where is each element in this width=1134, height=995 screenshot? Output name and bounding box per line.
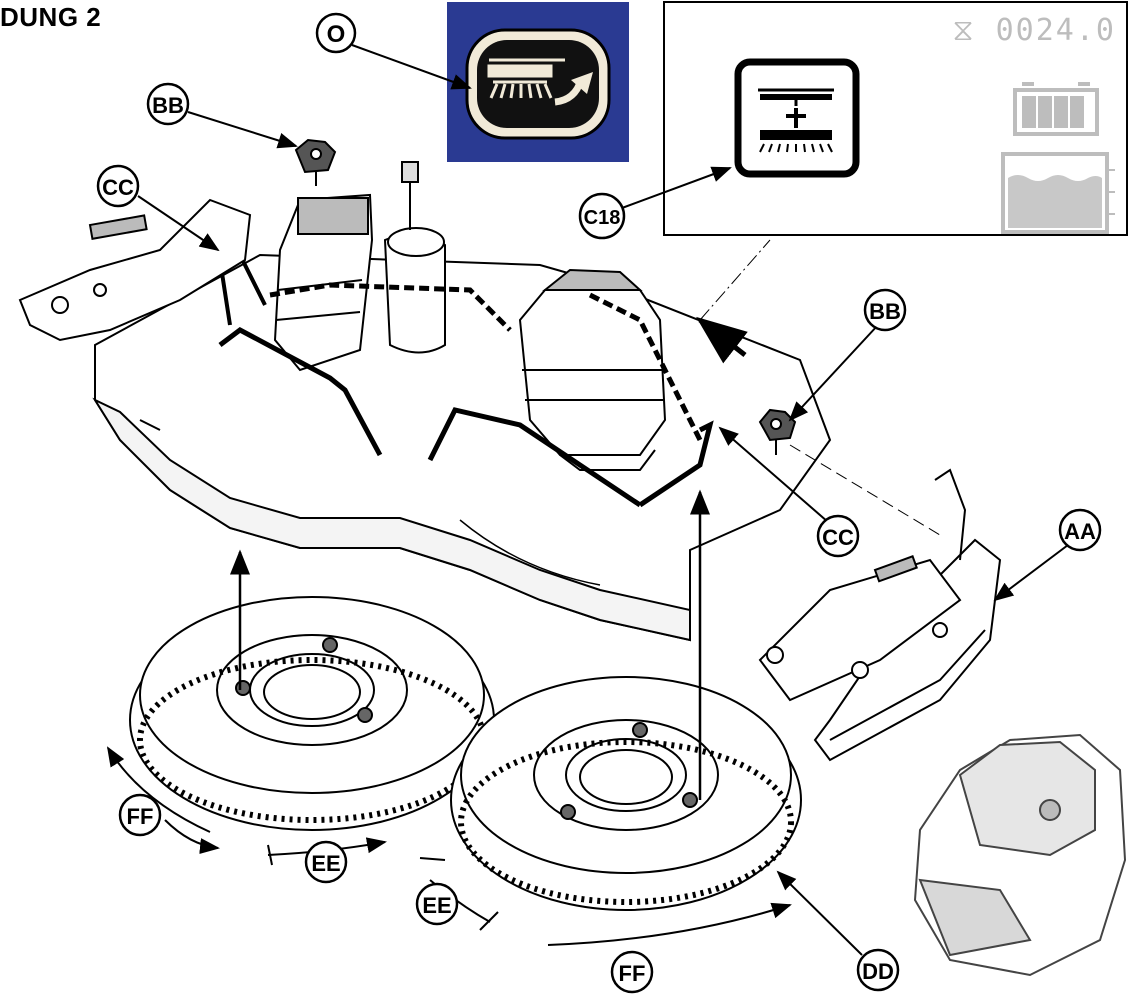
axis-line bbox=[699, 239, 771, 321]
leader-lines bbox=[137, 44, 1069, 956]
rotation-arrow-ff-bottom bbox=[547, 902, 792, 946]
callout-ee-mid: EE bbox=[415, 882, 459, 926]
hourglass-icon: ⧖ bbox=[952, 13, 996, 48]
lift-rods bbox=[218, 282, 714, 508]
panel-o-brush-raise bbox=[447, 2, 629, 162]
callout-cc-right: CC bbox=[816, 514, 860, 558]
alignment-line bbox=[789, 444, 941, 536]
svg-text:BB: BB bbox=[152, 93, 184, 118]
callout-ee-left: EE bbox=[304, 840, 348, 884]
squeegee-assembly bbox=[758, 468, 1002, 762]
tank-level-icon bbox=[1001, 152, 1115, 234]
brush-deck bbox=[92, 253, 832, 642]
rotate-arrow bbox=[696, 316, 748, 364]
brush-disc-left bbox=[129, 596, 495, 831]
figure-title: DUNG 2 bbox=[0, 2, 102, 32]
brush-motor-left bbox=[273, 161, 446, 372]
svg-text:FF: FF bbox=[619, 961, 646, 986]
brush-deck-lift-icon bbox=[734, 58, 860, 178]
svg-text:DD: DD bbox=[862, 959, 894, 984]
callout-ff-bottom: FF bbox=[610, 950, 654, 994]
battery-icon bbox=[1013, 82, 1099, 136]
brush-motor-right bbox=[518, 268, 667, 471]
callout-ff-left: FF bbox=[118, 793, 162, 837]
svg-text:BB: BB bbox=[869, 299, 901, 324]
callout-bb-right: BB bbox=[863, 288, 907, 332]
callout-cc-top: CC bbox=[96, 164, 140, 208]
callout-o: O bbox=[315, 12, 357, 54]
brush-disc-right bbox=[450, 676, 802, 911]
svg-text:EE: EE bbox=[422, 893, 451, 918]
knob-right bbox=[758, 408, 797, 455]
svg-text:EE: EE bbox=[311, 851, 340, 876]
svg-text:CC: CC bbox=[822, 525, 854, 550]
callout-c18: C18 bbox=[578, 192, 626, 240]
svg-text:AA: AA bbox=[1064, 519, 1096, 544]
svg-text:CC: CC bbox=[102, 175, 134, 200]
hour-counter: ⧖ 0024.0 bbox=[952, 13, 1116, 48]
svg-text:C18: C18 bbox=[584, 207, 621, 229]
callout-bb-top: BB bbox=[146, 82, 190, 126]
leader-c18 bbox=[621, 166, 732, 209]
callouts: O BB CC C18 BB CC bbox=[96, 12, 1102, 994]
left-linkage bbox=[18, 198, 252, 342]
scrubber-machine-thumbnail bbox=[913, 733, 1127, 977]
callout-dd: DD bbox=[856, 948, 900, 992]
rotation-arrow-ff-left-2 bbox=[164, 819, 220, 855]
knob-top bbox=[294, 138, 337, 186]
svg-text:FF: FF bbox=[127, 804, 154, 829]
svg-text:O: O bbox=[327, 21, 346, 48]
callout-aa: AA bbox=[1058, 508, 1102, 552]
rotation-arrow-ff-left bbox=[106, 746, 211, 833]
brush-raise-icon bbox=[465, 28, 611, 140]
